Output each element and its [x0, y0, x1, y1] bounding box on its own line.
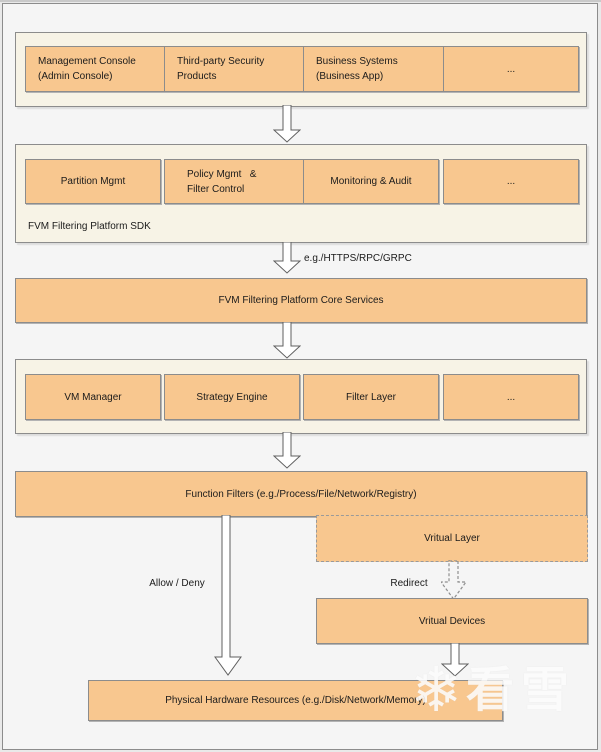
node-label: Management Console — [38, 56, 136, 67]
node-partition-mgmt: Partition Mgmt — [25, 159, 161, 204]
node-label: Physical Hardware Resources (e.g./Disk/N… — [165, 695, 426, 706]
down-arrow-icon — [441, 643, 469, 677]
redirect-label: Redirect — [390, 578, 428, 589]
node-vm-manager: VM Manager — [25, 374, 161, 420]
node-label: VM Manager — [64, 391, 122, 403]
down-arrow-icon — [273, 432, 301, 469]
node-engine-ellipsis: ... — [443, 374, 579, 420]
node-label: Strategy Engine — [196, 391, 268, 403]
node-monitoring-audit: Monitoring & Audit — [303, 159, 439, 204]
node-thirdparty-security: Third-party Security Products — [164, 46, 312, 92]
protocol-label: e.g./HTTPS/RPC/GRPC — [304, 253, 412, 264]
node-label: Business Systems — [316, 56, 398, 67]
allow-deny-label: Allow / Deny — [149, 578, 205, 589]
down-arrow-icon — [273, 322, 301, 359]
node-label: Policy Mgmt & — [187, 168, 257, 180]
node-virtual-devices: Vritual Devices — [316, 598, 588, 644]
node-business-systems: Business Systems (Business App) — [303, 46, 451, 92]
node-function-filters: Function Filters (e.g./Process/File/Netw… — [15, 471, 587, 517]
down-arrow-icon — [273, 242, 301, 274]
down-arrow-icon — [273, 105, 301, 143]
node-sdk-ellipsis: ... — [443, 159, 579, 204]
node-core-services: FVM Filtering Platform Core Services — [15, 278, 587, 323]
node-label: Function Filters (e.g./Process/File/Netw… — [185, 488, 417, 500]
node-strategy-engine: Strategy Engine — [164, 374, 300, 420]
node-virtual-layer: Vritual Layer — [316, 515, 588, 562]
node-label: Vritual Layer — [424, 533, 480, 544]
node-label: Filter Control — [187, 183, 245, 195]
node-label: Monitoring & Audit — [330, 176, 412, 187]
node-label: Partition Mgmt — [60, 176, 126, 187]
node-filter-layer: Filter Layer — [303, 374, 439, 420]
node-label: FVM Filtering Platform Core Services — [218, 295, 384, 306]
node-label: ... — [506, 176, 516, 187]
node-physical-hardware: Physical Hardware Resources (e.g./Disk/N… — [88, 680, 503, 721]
node-management-console: Management Console (Admin Console) — [25, 46, 173, 92]
node-label: ... — [506, 391, 516, 403]
node-label: Vritual Devices — [418, 615, 486, 627]
node-label: Filter Layer — [345, 391, 396, 403]
node-label: ... — [506, 63, 516, 75]
node-clients-ellipsis: ... — [443, 46, 579, 92]
sdk-group-label: FVM Filtering Platform SDK — [28, 221, 151, 232]
node-label: (Business App) — [316, 71, 384, 82]
node-policy-mgmt-filter-control: Policy Mgmt & Filter Control — [164, 159, 322, 204]
node-label: (Admin Console) — [38, 71, 113, 82]
node-label: Third-party Security — [177, 56, 265, 67]
allow-deny-arrow-icon — [214, 515, 242, 676]
top-edge-strip — [0, 0, 601, 2]
diagram-frame: Management Console (Admin Console) Third… — [2, 3, 598, 750]
node-label: Products — [177, 71, 217, 82]
redirect-dashed-arrow-icon — [441, 560, 467, 600]
